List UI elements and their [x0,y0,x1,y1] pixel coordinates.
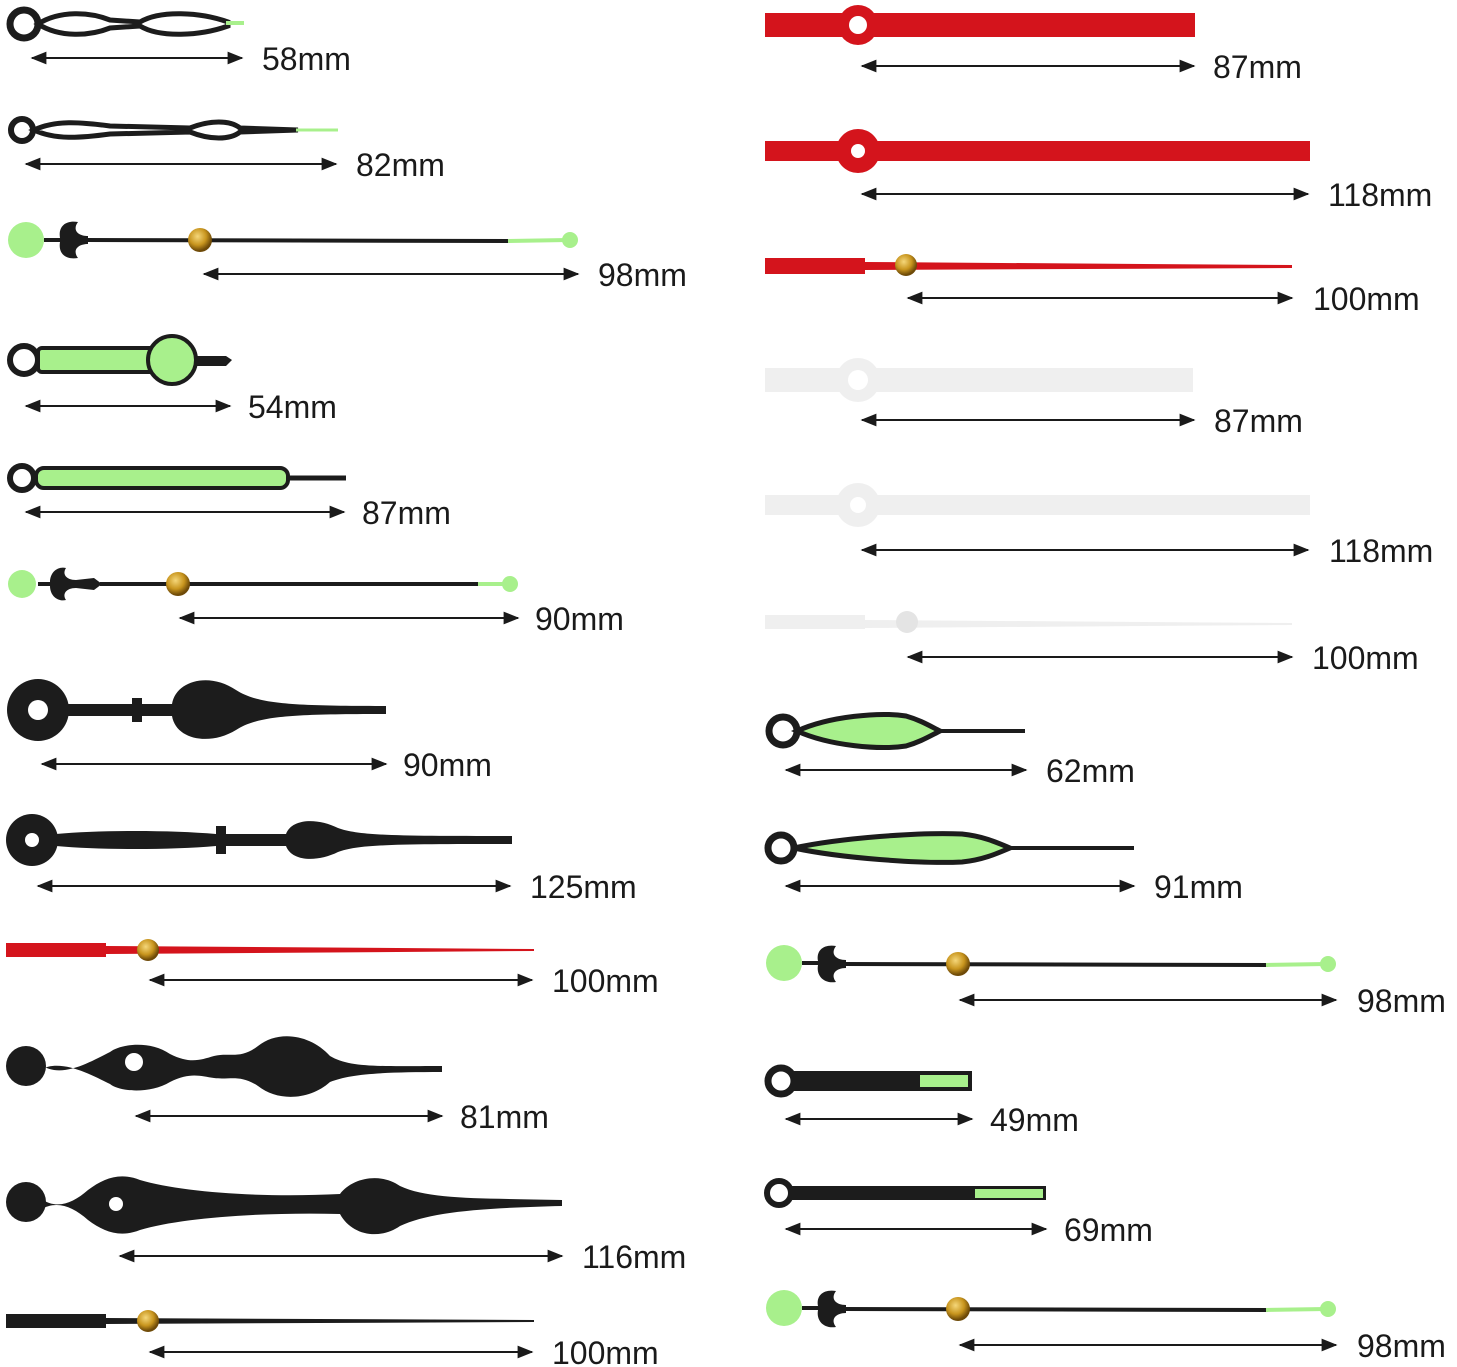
hand-58mm [6,6,244,42]
label-49mm: 49mm [990,1102,1079,1138]
hand-54mm [7,334,232,386]
label-87mm-red: 87mm [1213,49,1302,85]
label-125mm: 125mm [530,869,637,905]
label-82mm: 82mm [356,147,445,183]
hand-81mm [6,1036,442,1097]
hand-98mm-second-r2 [766,1290,1336,1328]
label-90mm-a: 90mm [535,601,624,637]
label-54mm: 54mm [248,389,337,425]
hand-118mm-red [765,129,1310,173]
hand-98mm-second-r [766,945,1336,983]
label-100mm-b: 100mm [552,1335,659,1367]
label-100mm-white: 100mm [1312,640,1419,676]
hand-116mm [6,1176,562,1235]
label-87mm: 87mm [362,495,451,531]
hand-91mm [764,831,1134,865]
label-58mm: 58mm [262,41,351,77]
hand-87mm [7,463,346,493]
label-98mm-r2: 98mm [1357,1328,1446,1364]
hand-90mm-second [8,567,518,601]
hand-90mm-spade [7,679,386,741]
hand-87mm-red [765,5,1195,45]
hand-98mm-second [8,221,578,259]
label-69mm: 69mm [1064,1212,1153,1248]
hand-62mm [765,712,1025,750]
label-118mm-red: 118mm [1328,177,1432,213]
hand-82mm [8,116,338,144]
hand-87mm-white [765,358,1193,402]
label-118mm-white: 118mm [1329,533,1433,569]
hand-125mm [6,814,512,866]
label-91mm: 91mm [1154,869,1243,905]
hand-49mm [764,1064,972,1098]
label-116mm: 116mm [582,1239,686,1275]
hand-118mm-white [765,483,1310,527]
label-98mm: 98mm [598,257,687,293]
hand-100mm-red-r [765,254,1292,276]
hand-100mm-red [6,939,534,961]
label-100mm-red-r: 100mm [1313,281,1420,317]
hand-100mm-black [6,1310,534,1332]
label-87mm-white: 87mm [1214,403,1303,439]
label-90mm-b: 90mm [403,747,492,783]
label-62mm: 62mm [1046,753,1135,789]
hand-100mm-white [765,611,1292,633]
label-81mm: 81mm [460,1099,549,1135]
hand-69mm [764,1178,1046,1208]
label-100mm-a: 100mm [552,963,659,999]
label-98mm-r1: 98mm [1357,983,1446,1019]
